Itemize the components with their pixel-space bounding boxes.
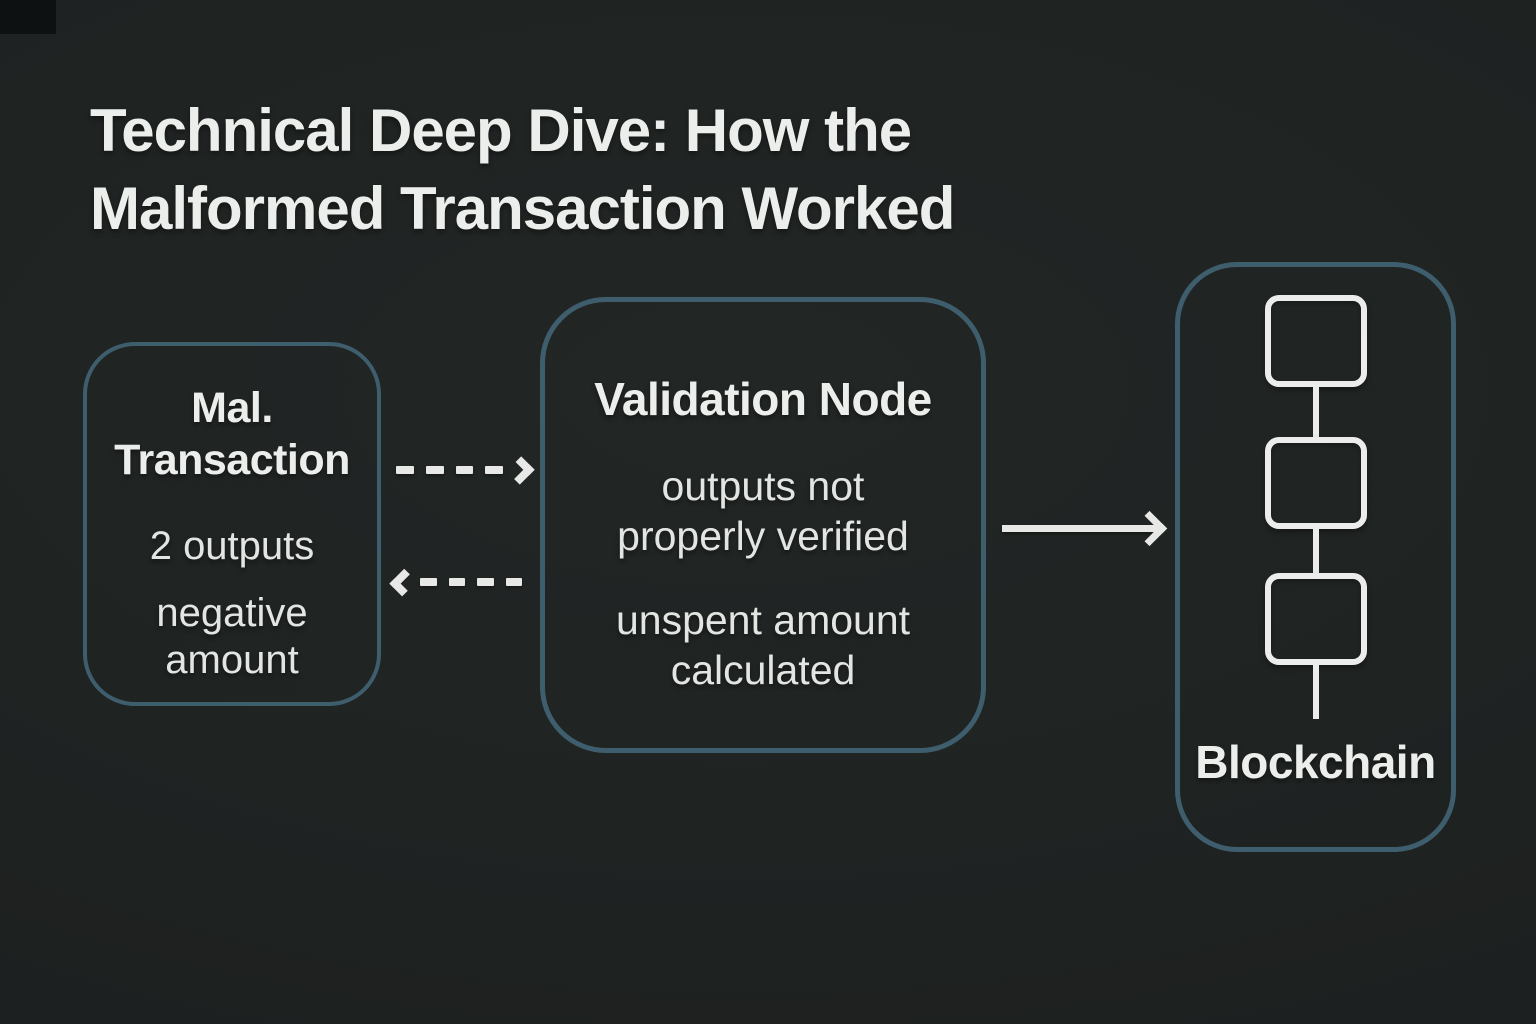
dash-segment <box>396 466 414 474</box>
validation-node-item-outputs-not-verified: outputs not properly verified <box>617 462 909 559</box>
dash-segment <box>477 578 494 586</box>
block-connector <box>1312 529 1319 573</box>
block-square-3 <box>1264 573 1367 665</box>
block-connector <box>1312 387 1319 437</box>
mal-transaction-title-line-1: Mal. <box>191 384 273 432</box>
dash-segment <box>485 466 503 474</box>
arrowhead-right-icon <box>1131 510 1168 546</box>
dash-segment <box>425 466 444 474</box>
dash-segment <box>505 578 522 586</box>
mal-transaction-title-line-2: Transaction <box>114 436 350 485</box>
dash-segment <box>448 578 466 586</box>
validation-node-title: Validation Node <box>594 373 932 425</box>
block-square-1 <box>1264 295 1367 387</box>
validation-node: Validation Node outputs not properly ver… <box>540 297 986 753</box>
mal-transaction-title: Mal. Transaction <box>114 382 350 487</box>
dashed-arrow-left-icon <box>389 564 534 600</box>
dash-segment <box>420 578 437 586</box>
corner-artifact <box>0 0 56 34</box>
block-connector-tail <box>1312 665 1319 719</box>
arrow-shaft <box>1002 524 1159 532</box>
block-square-2 <box>1264 437 1367 529</box>
solid-arrow-right-icon <box>1002 510 1168 546</box>
arrowhead-right-icon <box>506 455 535 485</box>
page-title-line-1: Technical Deep Dive: How the <box>90 97 912 165</box>
mal-transaction-node: Mal. Transaction 2 outputs negative amou… <box>83 342 381 706</box>
blockchain-chain-icon <box>1264 295 1367 719</box>
dash-segment <box>455 466 474 474</box>
arrowhead-left-icon <box>389 568 417 596</box>
page-title: Technical Deep Dive: How the Malformed T… <box>90 92 1270 248</box>
validation-node-item-unspent-calculated: unspent amount calculated <box>615 596 911 693</box>
mal-transaction-item-outputs: 2 outputs <box>149 523 315 568</box>
blockchain-node: Blockchain <box>1175 262 1456 852</box>
dashed-arrow-right-icon <box>396 452 535 488</box>
blockchain-label: Blockchain <box>1195 736 1436 788</box>
mal-transaction-item-negative-amount: negative amount <box>156 591 308 683</box>
page-title-line-2: Malformed Transaction Worked <box>90 175 955 243</box>
